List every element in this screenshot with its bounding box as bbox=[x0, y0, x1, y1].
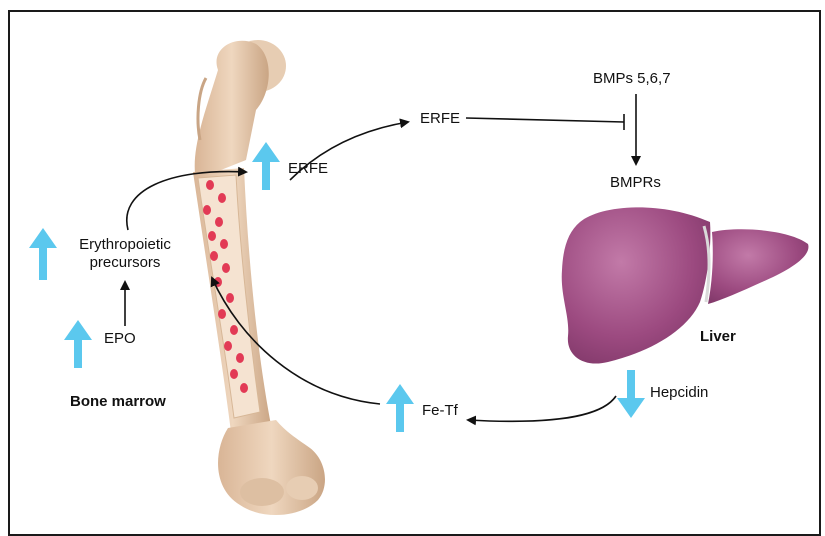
label-erfe-top: ERFE bbox=[420, 110, 460, 128]
up-arrow-epo-icon bbox=[64, 320, 92, 368]
up-arrow-erfe-icon bbox=[252, 142, 280, 190]
label-liver: Liver bbox=[700, 328, 736, 346]
label-bmps: BMPs 5,6,7 bbox=[593, 70, 671, 88]
up-arrow-fetf-icon bbox=[386, 384, 414, 432]
arrow-hepcidin-to-fetf bbox=[468, 396, 616, 421]
label-erythropoietic-precursors: Erythropoietic precursors bbox=[60, 236, 190, 272]
inhibition-erfe-bmps bbox=[466, 118, 624, 122]
femur-bone bbox=[193, 40, 325, 515]
label-fe-tf: Fe-Tf bbox=[422, 402, 458, 420]
down-arrow-hepcidin-icon bbox=[617, 370, 645, 418]
up-arrow-precursors-icon bbox=[29, 228, 57, 280]
indicator-arrows bbox=[29, 142, 645, 432]
liver-organ bbox=[562, 207, 809, 363]
label-bone-marrow: Bone marrow bbox=[70, 393, 166, 411]
label-hepcidin: Hepcidin bbox=[650, 384, 708, 402]
label-bmprs: BMPRs bbox=[610, 174, 661, 192]
label-epo: EPO bbox=[104, 330, 136, 348]
label-erfe-bone: ERFE bbox=[288, 160, 328, 178]
label-erythropoietic-line: Erythropoietic precursors bbox=[79, 236, 171, 271]
